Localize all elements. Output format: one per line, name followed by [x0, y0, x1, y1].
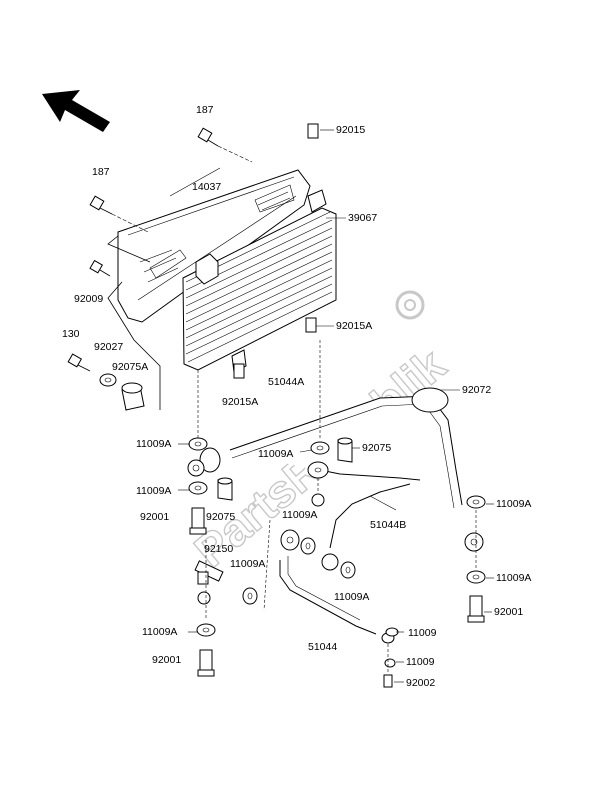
label-92009: 92009 — [74, 293, 103, 305]
label-92002: 92002 — [406, 677, 435, 689]
label-187-top: 187 — [196, 104, 214, 116]
grommet-92075-set — [217, 437, 353, 501]
banjo-bolt-92001-upper — [189, 507, 207, 535]
label-51044A: 51044A — [268, 376, 304, 388]
watermark-gear-icon — [395, 290, 425, 320]
hose-51044B — [307, 461, 421, 571]
label-11009A-8: 11009A — [496, 572, 531, 584]
label-92001-right: 92001 — [494, 606, 523, 618]
label-11009-lower: 11009 — [406, 656, 435, 668]
bolt-92009 — [89, 259, 111, 277]
label-39067: 39067 — [348, 212, 377, 224]
hose-clamp-92072 — [411, 387, 449, 413]
label-11009A-7: 11009A — [334, 591, 369, 603]
label-11009A-3: 11009A — [136, 485, 171, 497]
label-92027: 92027 — [94, 341, 123, 353]
bolt-92150 — [194, 560, 224, 585]
label-11009A-6: 11009A — [230, 558, 265, 570]
clip-92015A-bottom — [233, 363, 245, 379]
bolt-187-top — [197, 127, 253, 163]
label-51044: 51044 — [308, 641, 337, 653]
front-direction-arrow-icon — [42, 90, 110, 132]
collar-92027 — [99, 373, 117, 387]
label-92001-upper: 92001 — [140, 511, 169, 523]
label-187-left: 187 — [92, 166, 110, 178]
label-92150: 92150 — [204, 543, 233, 555]
bolt-187-left — [89, 195, 149, 233]
clip-92015 — [307, 123, 319, 139]
label-11009-upper: 11009 — [408, 627, 437, 639]
label-92015: 92015 — [336, 124, 365, 136]
label-92075-left: 92075 — [206, 511, 235, 523]
bolt-130 — [67, 353, 91, 372]
oil-cooler-core-part — [182, 189, 337, 373]
clip-92015A-right — [305, 317, 317, 333]
label-92075A: 92075A — [112, 361, 148, 373]
label-92075-right: 92075 — [362, 442, 391, 454]
label-92015A-bottom: 92015A — [222, 396, 258, 408]
label-11009A-5: 11009A — [282, 509, 317, 521]
label-130: 130 — [62, 328, 80, 340]
leader-14037 — [107, 235, 151, 263]
banjo-bolt-92001-right — [467, 595, 485, 623]
label-92001-lower: 92001 — [152, 654, 181, 666]
part-labels: 187 92015 187 14037 39067 92009 92015A 1… — [62, 104, 531, 689]
leader-lines — [169, 129, 494, 683]
washer-11009A-set — [188, 437, 486, 668]
plug-92002 — [383, 674, 393, 688]
label-11009A-2: 11009A — [258, 448, 293, 460]
label-11009A-1: 11009A — [136, 438, 171, 450]
label-92015A-right: 92015A — [336, 320, 372, 332]
label-11009A-9: 11009A — [142, 626, 177, 638]
label-14037: 14037 — [192, 181, 221, 193]
label-51044B: 51044B — [370, 519, 406, 531]
hose-51044 — [279, 529, 395, 644]
centre-lines — [197, 340, 477, 672]
label-11009A-4: 11009A — [496, 498, 531, 510]
grommet-92075A — [121, 382, 145, 411]
label-92072: 92072 — [462, 384, 491, 396]
leader-group — [107, 281, 161, 410]
banjo-bolt-92001-lower — [197, 649, 215, 677]
